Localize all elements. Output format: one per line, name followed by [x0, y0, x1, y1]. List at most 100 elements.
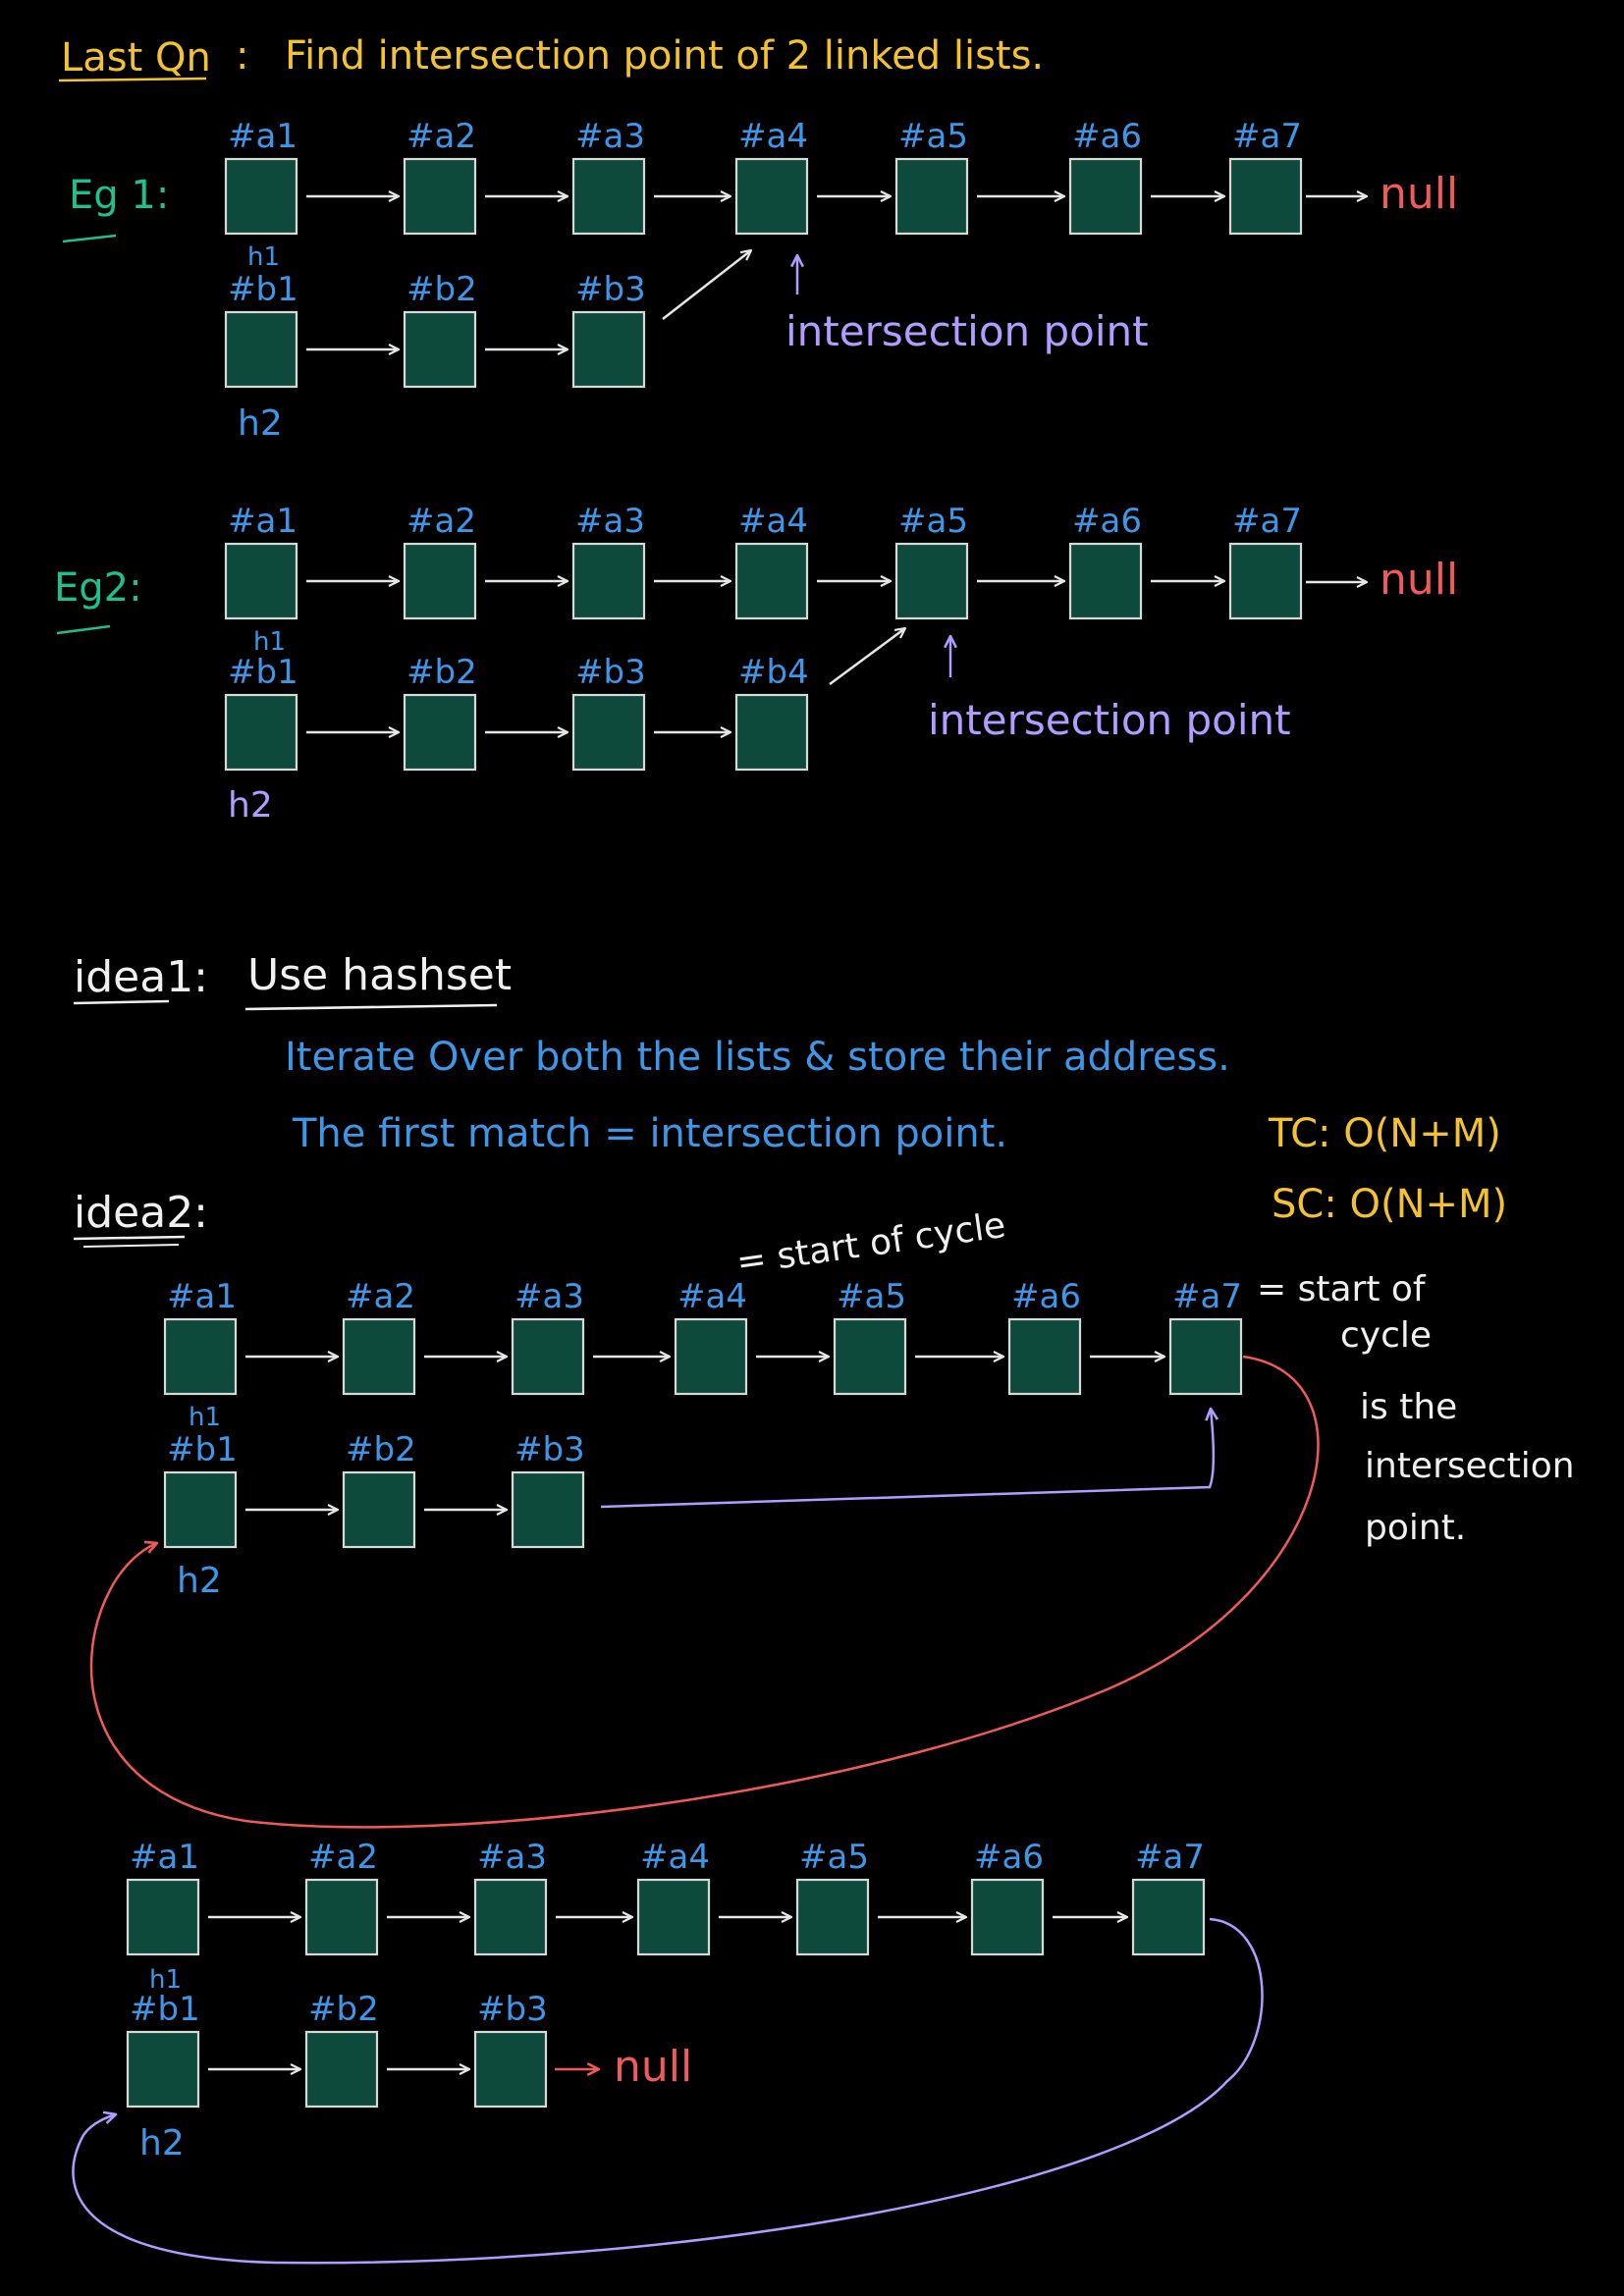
eg1-a-label-4: #a4: [738, 117, 808, 156]
eg1-b-label-1: #b1: [228, 270, 298, 309]
idea2-b-node-2: [342, 1470, 416, 1549]
eg1-label-underline: [62, 234, 117, 243]
idea3-list-a: #a1#a2#a3#a4#a5#a6#a7: [126, 1838, 1206, 1956]
idea2-note-a4: = start of cycle: [734, 1205, 1008, 1283]
idea2-note-a7-3: is the: [1360, 1387, 1457, 1427]
idea3-list-b: #b1#b2#b3: [126, 1990, 548, 2109]
idea2-note-a7-5: point.: [1365, 1508, 1466, 1548]
idea1-title: Use hashset: [247, 950, 512, 1000]
idea2-b-node-3: [511, 1470, 585, 1549]
idea3-a-label-1: #a1: [130, 1838, 199, 1877]
idea2-a-label-5: #a5: [837, 1277, 906, 1316]
idea3-b-label-2: #b2: [308, 1990, 379, 2029]
idea-3: #a1#a2#a3#a4#a5#a6#a7 #b1#b2#b3 h1 h2 nu…: [72, 1838, 1264, 2265]
eg1-b-label-3: #b3: [575, 270, 646, 309]
idea2-a-node-4: [674, 1317, 748, 1396]
eg2-b-node-2: [403, 693, 477, 772]
eg2-a-node-3: [571, 542, 646, 620]
idea2-h2: h2: [177, 1561, 222, 1601]
idea3-null: null: [614, 2042, 692, 2092]
idea2-a-label-4: #a4: [677, 1277, 747, 1316]
idea2-label: idea2:: [74, 1188, 208, 1238]
idea3-a-label-3: #a3: [477, 1838, 547, 1877]
eg1-b-node-1: [224, 310, 298, 389]
idea2-note-a7-1: = start of: [1257, 1269, 1427, 1309]
title-label: Last Qn: [61, 35, 211, 80]
eg1-a-node-5: [894, 157, 969, 236]
title-sep: :: [236, 33, 248, 79]
eg1-b3-to-a4-arrow: [662, 250, 751, 320]
idea3-b-node-1: [126, 2030, 200, 2109]
idea1-line1: Iterate Over both the lists & store thei…: [285, 1035, 1230, 1080]
idea2-a-node-1: [163, 1317, 238, 1396]
idea2-b-label-1: #b1: [167, 1430, 238, 1469]
idea2-a-label-1: #a1: [167, 1277, 237, 1316]
eg2-h2: h2: [228, 785, 273, 826]
eg2-list-a: #a1#a2#a3#a4#a5#a6#a7: [224, 502, 1303, 620]
eg2-b-label-1: #b1: [228, 653, 298, 692]
idea2-b3-to-a7-arrow: [600, 1409, 1214, 1509]
eg1-a-node-1: [224, 157, 298, 236]
idea2-a-node-6: [1007, 1317, 1082, 1396]
idea2-list-b: #b1 #b2 #b3: [163, 1430, 585, 1549]
idea3-b-node-3: [473, 2030, 548, 2109]
idea3-a-node-5: [795, 1878, 870, 1956]
idea3-b-label-3: #b3: [477, 1990, 548, 2029]
eg2-b-label-3: #b3: [575, 653, 646, 692]
eg2-label-underline: [56, 624, 111, 635]
eg1-a-node-7: [1228, 157, 1303, 236]
eg2-a-node-1: [224, 542, 298, 620]
eg1-h1: h1: [247, 242, 280, 272]
idea3-h1: h1: [149, 1965, 182, 1995]
idea1-title-underline: [244, 1003, 498, 1011]
eg1-a-label-1: #a1: [228, 117, 298, 156]
eg2-a-label-7: #a7: [1232, 502, 1302, 541]
idea2-a-label-3: #a3: [514, 1277, 584, 1316]
idea3-a-node-6: [970, 1878, 1045, 1956]
eg2-a-label-6: #a6: [1072, 502, 1142, 541]
eg1-b-node-3: [571, 310, 646, 389]
eg1-list-b: #b1 #b2 #b3: [224, 270, 646, 389]
idea2-a-node-7: [1168, 1317, 1243, 1396]
example-1: Eg 1: #a1#a2#a3#a4#a5#a6#a7 #b1#b2#b3 h1…: [62, 117, 1458, 444]
idea2-b-label-2: #b2: [346, 1430, 416, 1469]
idea3-a-label-5: #a5: [799, 1838, 869, 1877]
idea-2: idea2: #a1#a2#a3#a4#a5#a6#a7 #b1#b2#b3 h…: [73, 1188, 1575, 1829]
idea3-a-node-4: [636, 1878, 711, 1956]
eg1-b-label-2: #b2: [406, 270, 477, 309]
idea3-a7-to-b1-loop-arrow: [72, 1917, 1264, 2265]
idea3-a-node-2: [304, 1878, 379, 1956]
eg1-null: null: [1380, 169, 1458, 219]
idea1-sc: SC: O(N+M): [1272, 1182, 1507, 1227]
eg1-a-label-7: #a7: [1232, 117, 1302, 156]
idea3-b-node-2: [304, 2030, 379, 2109]
eg2-b4-to-a5-arrow: [829, 628, 905, 686]
eg1-label: Eg 1:: [69, 173, 169, 218]
eg2-a-label-5: #a5: [898, 502, 968, 541]
idea2-a7-to-b1-loop-arrow: [89, 1355, 1320, 1829]
eg1-a-node-4: [734, 157, 809, 236]
idea2-a-label-6: #a6: [1011, 1277, 1081, 1316]
idea2-list-a: #a1#a2#a3#a4#a5#a6#a7: [163, 1277, 1243, 1396]
eg2-b-node-3: [571, 693, 646, 772]
idea3-a-node-7: [1131, 1878, 1206, 1956]
eg2-a-label-1: #a1: [228, 502, 298, 541]
eg2-a-node-4: [734, 542, 809, 620]
idea3-h2: h2: [139, 2123, 185, 2163]
eg2-a-node-5: [894, 542, 969, 620]
eg2-label: Eg2:: [54, 565, 142, 611]
idea2-a-node-5: [833, 1317, 907, 1396]
idea2-a-label-7: #a7: [1172, 1277, 1242, 1316]
header: Last Qn : Find intersection point of 2 l…: [58, 33, 1044, 82]
eg1-a-node-2: [403, 157, 477, 236]
idea1-line2: The first match = intersection point.: [292, 1111, 1007, 1156]
eg2-b-node-4: [734, 693, 809, 772]
idea1-label: idea1:: [74, 952, 208, 1002]
idea1-label-underline: [73, 999, 170, 1005]
idea-1: idea1: Use hashset Iterate Over both the…: [73, 950, 1507, 1227]
eg1-a-label-2: #a2: [406, 117, 476, 156]
idea2-b-label-3: #b3: [514, 1430, 585, 1469]
idea2-note-a7-2: cycle: [1340, 1315, 1432, 1356]
eg2-b-node-1: [224, 693, 298, 772]
